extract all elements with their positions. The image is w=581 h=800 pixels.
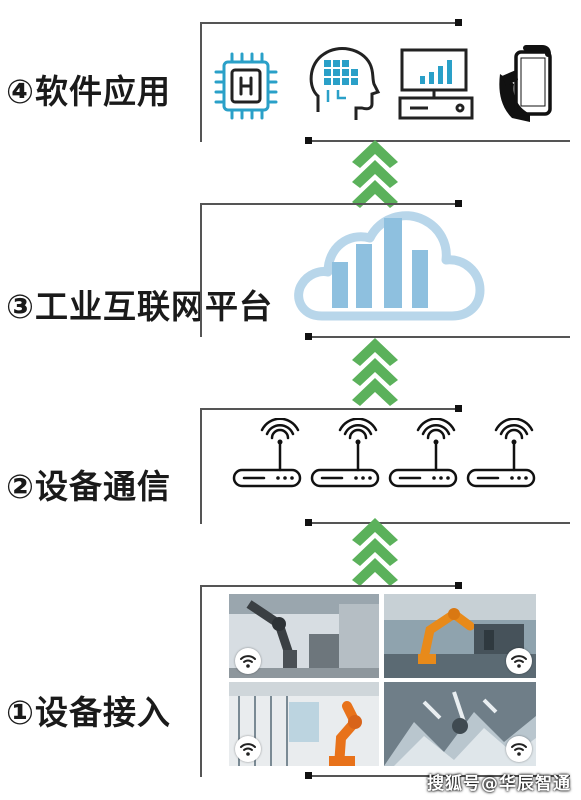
frame-corner-marker — [305, 333, 312, 340]
chip-icon — [214, 52, 278, 120]
up-arrow-icon — [352, 338, 398, 406]
robot-arm-photo — [229, 594, 379, 678]
metal-machining-photo — [384, 682, 536, 766]
frame-corner-marker — [305, 519, 312, 526]
up-arrow-icon — [352, 518, 398, 586]
frame-corner-marker — [455, 582, 462, 589]
factory-robot-photo — [384, 594, 536, 678]
wifi-badge-icon — [235, 736, 261, 762]
frame-bottom-line — [312, 522, 570, 524]
layer-label-software: ④软件应用 — [6, 72, 171, 111]
wifi-badge-icon — [235, 648, 261, 674]
frame-bottom-line — [312, 140, 570, 142]
watermark: 搜狐号@华辰智通 — [427, 774, 571, 794]
cloud-bar-chart-icon — [294, 211, 485, 321]
platform-frame — [200, 203, 460, 337]
frame-bottom-line — [312, 336, 570, 338]
up-arrow-icon — [352, 140, 398, 208]
smartphone-icon — [499, 45, 552, 122]
frame-corner-marker — [305, 772, 312, 779]
wifi-badge-icon — [506, 736, 532, 762]
frame-bottom-line — [312, 775, 570, 777]
communication-frame — [200, 408, 460, 524]
layer-label-communication: ②设备通信 — [6, 467, 171, 506]
software-frame — [200, 22, 460, 142]
assembly-robot-photo — [229, 682, 379, 766]
frame-corner-marker — [455, 19, 462, 26]
ai-head-icon — [309, 47, 381, 120]
layer-label-access: ①设备接入 — [6, 693, 171, 732]
wifi-badge-icon — [506, 648, 532, 674]
access-frame — [200, 585, 460, 777]
computer-icon — [398, 48, 474, 120]
layer-label-platform: ③工业互联网平台 — [6, 287, 273, 326]
router-icon — [232, 418, 302, 488]
router-icon — [310, 418, 380, 488]
router-icon — [466, 418, 536, 488]
router-icon — [388, 418, 458, 488]
frame-corner-marker — [455, 200, 462, 207]
frame-corner-marker — [305, 137, 312, 144]
frame-corner-marker — [455, 405, 462, 412]
